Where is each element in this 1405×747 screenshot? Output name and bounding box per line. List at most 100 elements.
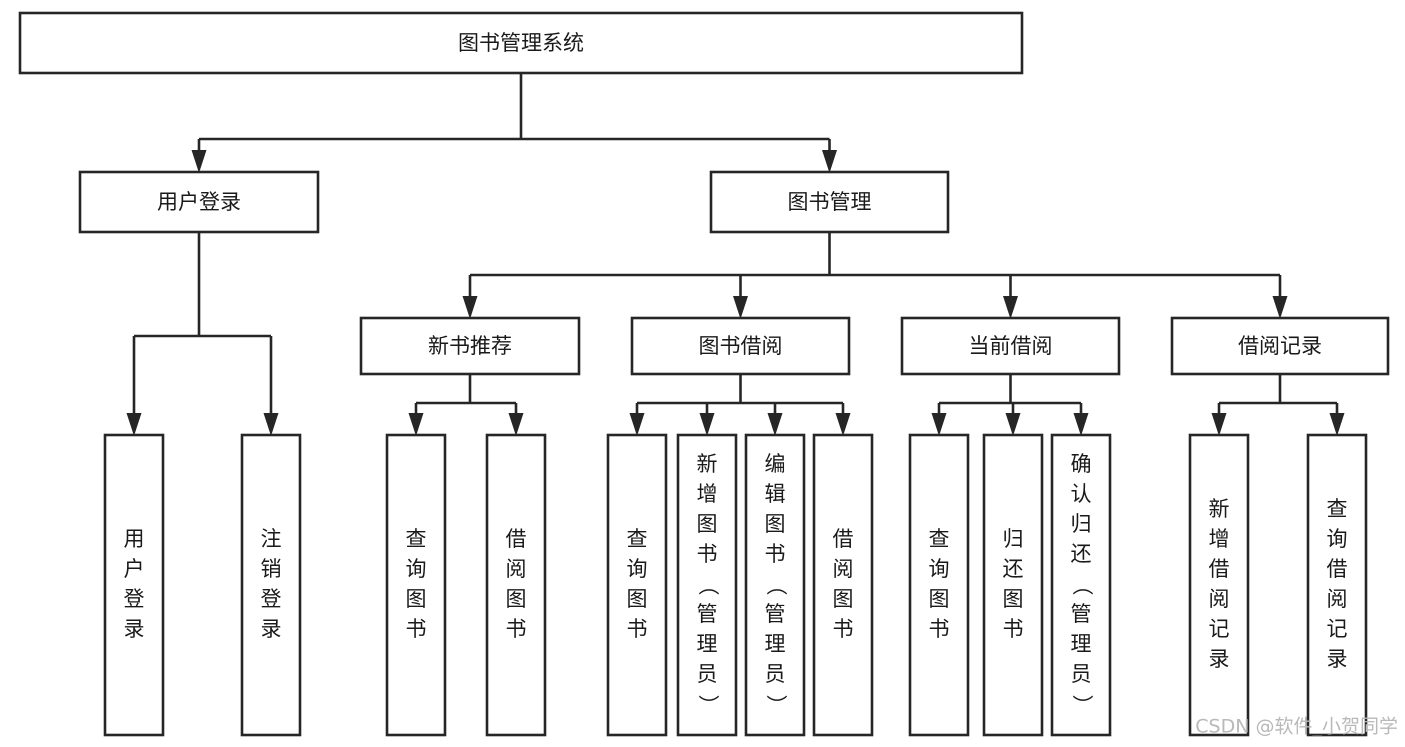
svg-text:归: 归 [1071, 512, 1092, 536]
svg-text:录: 录 [261, 617, 282, 641]
svg-text:新: 新 [1209, 497, 1230, 521]
svg-text:查: 查 [1327, 497, 1348, 521]
node-l1-user-login[interactable]: 用户登录 [78, 170, 320, 234]
node-root[interactable]: 图书管理系统 [18, 11, 1024, 75]
svg-text:查: 查 [627, 527, 648, 551]
node-l2-current-borrow[interactable]: 当前借阅 [900, 316, 1121, 376]
svg-text:书: 书 [765, 542, 786, 566]
svg-text:书: 书 [406, 617, 427, 641]
svg-text:阅: 阅 [833, 557, 854, 581]
svg-text:图: 图 [929, 587, 950, 611]
connector-user-login-to-leaves [126, 232, 279, 436]
svg-text:书: 书 [506, 617, 527, 641]
connector-current-borrow-to-leaves [931, 374, 1089, 436]
svg-text:询: 询 [627, 557, 648, 581]
connector-book-borrow-to-leaves [629, 374, 851, 436]
svg-text:管: 管 [1071, 602, 1092, 626]
svg-text:登: 登 [261, 587, 282, 611]
csdn-watermark: CSDN @软件_小贺同学 [1195, 716, 1398, 738]
connector-layer [126, 73, 1345, 436]
svg-text:理: 理 [765, 632, 786, 656]
svg-text:书: 书 [1003, 617, 1024, 641]
node-leaf-user-login[interactable]: 用户登录 [103, 433, 165, 737]
svg-text:图: 图 [697, 512, 718, 536]
connector-root-to-level1 [191, 73, 837, 173]
svg-text:录: 录 [1327, 647, 1348, 671]
svg-text:）: ） [696, 695, 720, 716]
connector-new-book-rec-to-leaves [408, 374, 524, 436]
svg-text:户: 户 [124, 557, 145, 581]
svg-text:借: 借 [833, 527, 854, 551]
svg-text:）: ） [764, 695, 788, 716]
svg-text:用: 用 [124, 527, 145, 551]
svg-text:询: 询 [929, 557, 950, 581]
svg-text:记: 记 [1209, 617, 1230, 641]
svg-text:图: 图 [765, 512, 786, 536]
node-label: 新书推荐 [428, 334, 512, 358]
svg-text:辑: 辑 [765, 482, 786, 506]
svg-text:新: 新 [697, 452, 718, 476]
svg-text:借: 借 [1209, 557, 1230, 581]
svg-text:图: 图 [406, 587, 427, 611]
svg-text:图: 图 [833, 587, 854, 611]
svg-text:确: 确 [1071, 452, 1092, 476]
node-l1-book-manage[interactable]: 图书管理 [709, 170, 950, 234]
node-label: 图书管理系统 [458, 31, 584, 55]
svg-text:书: 书 [697, 542, 718, 566]
node-label: 用户登录 [157, 190, 241, 214]
svg-text:员: 员 [765, 662, 786, 686]
svg-text:书: 书 [833, 617, 854, 641]
node-layer: 图书管理系统用户登录图书管理新书推荐图书借阅当前借阅借阅记录用户登录注销登录查询… [18, 11, 1390, 737]
svg-text:增: 增 [1209, 527, 1230, 551]
svg-text:图: 图 [1003, 587, 1024, 611]
node-l2-borrow-record[interactable]: 借阅记录 [1170, 316, 1390, 376]
svg-text:还: 还 [1071, 542, 1092, 566]
svg-text:理: 理 [1071, 632, 1092, 656]
svg-text:查: 查 [929, 527, 950, 551]
svg-text:归: 归 [1003, 527, 1024, 551]
svg-text:管: 管 [765, 602, 786, 626]
node-l2-new-book-rec[interactable]: 新书推荐 [359, 316, 581, 376]
svg-text:录: 录 [1209, 647, 1230, 671]
connector-borrow-record-to-leaves [1211, 374, 1345, 436]
node-l2-book-borrow[interactable]: 图书借阅 [630, 316, 851, 376]
svg-text:询: 询 [406, 557, 427, 581]
svg-text:（: （ [1070, 575, 1094, 596]
svg-text:阅: 阅 [1327, 587, 1348, 611]
connector-book-manage-to-level2 [462, 232, 1288, 319]
svg-text:销: 销 [261, 557, 282, 581]
svg-text:认: 认 [1071, 482, 1092, 506]
svg-text:编: 编 [765, 452, 786, 476]
svg-text:书: 书 [929, 617, 950, 641]
svg-text:员: 员 [1071, 662, 1092, 686]
node-label: 当前借阅 [969, 334, 1053, 358]
svg-text:阅: 阅 [1209, 587, 1230, 611]
svg-text:图: 图 [627, 587, 648, 611]
svg-text:（: （ [696, 575, 720, 596]
node-label: 用户登录 [124, 527, 145, 641]
svg-text:增: 增 [697, 482, 718, 506]
svg-text:录: 录 [124, 617, 145, 641]
